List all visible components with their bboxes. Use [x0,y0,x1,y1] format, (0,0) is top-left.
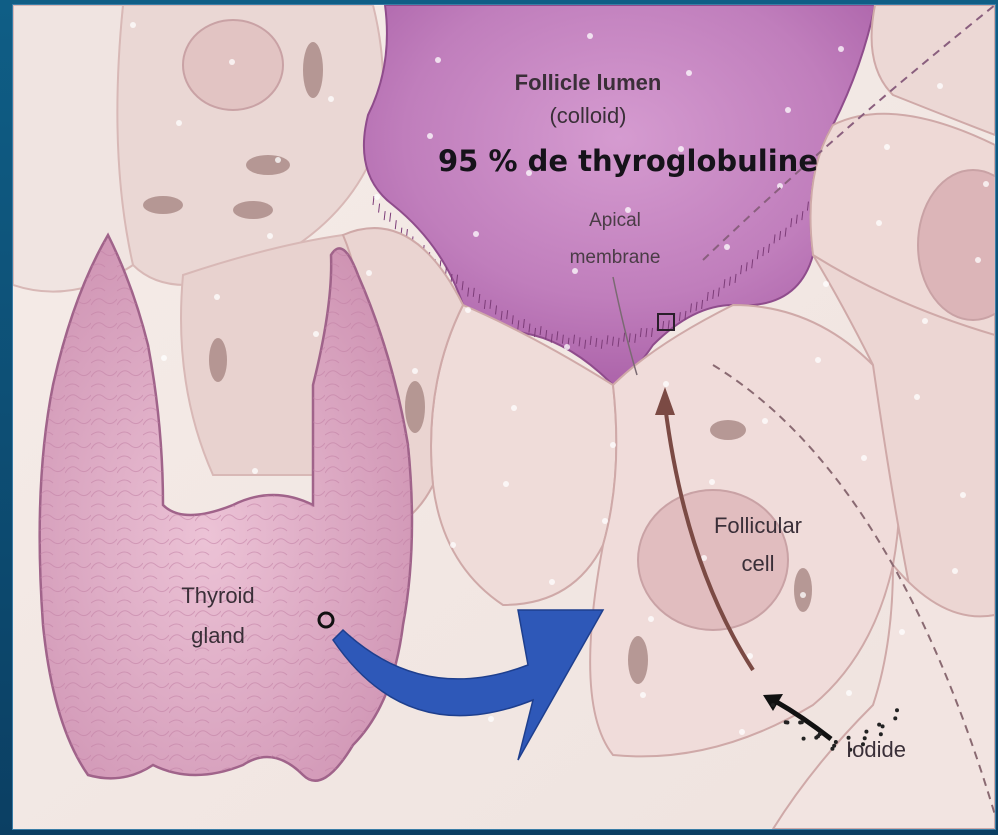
vesicle [686,70,692,76]
vesicle [473,231,479,237]
mitochondrion [303,42,323,98]
vesicle [503,481,509,487]
colloid-label: (colloid) [538,103,638,128]
vesicle [747,653,753,659]
iodide-particle [864,730,868,734]
follicular-cell-label-line1: Follicular [703,513,813,538]
vesicle [952,568,958,574]
vesicle [937,83,943,89]
vesicle [899,629,905,635]
thyroid-illustration [13,5,995,829]
vesicle [229,59,235,65]
vesicle [374,194,380,200]
vesicle [960,492,966,498]
vesicle [572,268,578,274]
vesicle [815,357,821,363]
vesicle [914,394,920,400]
vesicle [785,107,791,113]
iodide-particle [800,720,804,724]
apical-membrane-label-line1: Apical [565,210,665,232]
vesicle [313,331,319,337]
vesicle [366,270,372,276]
vesicle [846,690,852,696]
iodide-label: Iodide [831,737,921,762]
vesicle [800,592,806,598]
vesicle [983,181,989,187]
iodide-particle [771,703,775,707]
thyroglobuline-label: 95 % de thyroglobuline [418,145,838,178]
vesicle [564,344,570,350]
vesicle [275,157,281,163]
vesicle [214,294,220,300]
iodide-particle [785,720,789,724]
iodide-particle [877,723,881,727]
vesicle [739,729,745,735]
vesicle [511,405,517,411]
vesicle [587,33,593,39]
mitochondrion [628,636,648,684]
vesicle [602,518,608,524]
iodide-particle [881,724,885,728]
vesicle [252,468,258,474]
vesicle [648,616,654,622]
vesicle [838,46,844,52]
vesicle [435,57,441,63]
vesicle [412,368,418,374]
vesicle [488,716,494,722]
vesicle [450,542,456,548]
follicle-lumen-label: Follicle lumen [513,70,663,95]
vesicle [427,133,433,139]
vesicle [663,381,669,387]
iodide-particle [895,708,899,712]
vesicle [328,96,334,102]
vesicle [861,455,867,461]
mitochondrion [246,155,290,175]
iodide-particle [879,732,883,736]
vesicle [161,355,167,361]
mitochondrion [209,338,227,382]
mitochondrion [405,381,425,433]
vesicle [975,257,981,263]
follicular-cell-label-line2: cell [718,551,798,576]
vesicle [709,479,715,485]
iodide-particle [818,732,822,736]
vesicle [922,318,928,324]
vesicle [176,120,182,126]
mitochondrion [710,420,746,440]
mitochondrion [143,196,183,214]
vesicle [876,220,882,226]
vesicle [762,418,768,424]
vesicle [640,692,646,698]
apical-membrane-label-line2: membrane [545,247,685,269]
iodide-particle [893,716,897,720]
vesicle [130,22,136,28]
vesicle [610,442,616,448]
vesicle [465,307,471,313]
thyroid-gland-label-line1: Thyroid [163,583,273,608]
nucleus-upper-left [183,20,283,110]
thyroid-gland-label-line2: gland [173,623,263,648]
vesicle [884,144,890,150]
mitochondrion [233,201,273,219]
diagram-panel: Follicle lumen (colloid) 95 % de thyrogl… [12,4,996,830]
vesicle [823,281,829,287]
vesicle [549,579,555,585]
iodide-particle [802,737,806,741]
vesicle [267,233,273,239]
vesicle [724,244,730,250]
